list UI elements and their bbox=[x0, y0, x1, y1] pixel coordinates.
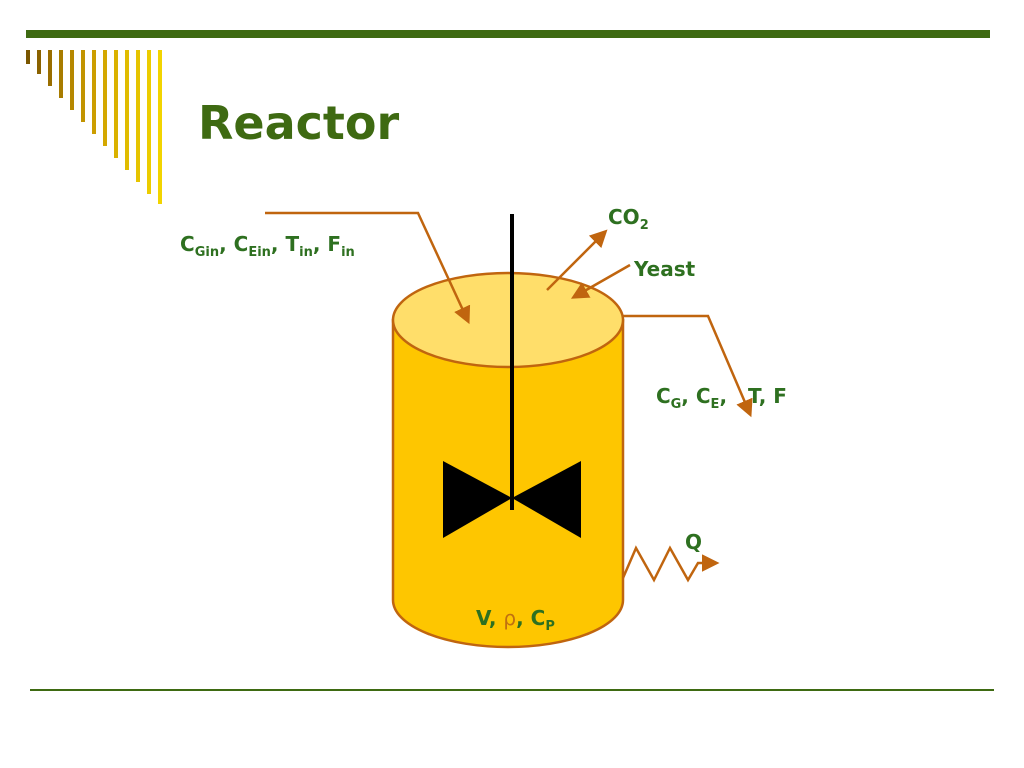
outlet-conditions-label: CG, CE, T, F bbox=[655, 384, 787, 412]
slide-title: Reactor bbox=[198, 96, 400, 150]
tank-body bbox=[391, 318, 625, 649]
impeller-blade-left bbox=[443, 461, 512, 538]
stripe bbox=[114, 50, 118, 158]
stripe bbox=[158, 50, 162, 204]
stripe bbox=[103, 50, 107, 146]
outlet-line bbox=[623, 314, 753, 418]
stripe bbox=[92, 50, 96, 134]
reactor-tank bbox=[391, 271, 625, 649]
impeller-blade-right bbox=[512, 461, 581, 538]
inlet-conditions-label: CGin, CEin, Tin, Fin bbox=[180, 232, 355, 260]
heat-removal-arrow bbox=[621, 545, 720, 583]
heat-label: Q bbox=[685, 530, 703, 554]
stripe bbox=[70, 50, 74, 110]
stripe bbox=[136, 50, 140, 182]
yeast-label: Yeast bbox=[634, 257, 696, 281]
stripe bbox=[125, 50, 129, 170]
bottom-rule bbox=[30, 689, 994, 691]
stripe bbox=[37, 50, 41, 74]
top-rule bbox=[26, 30, 990, 38]
reactor-properties-label: V, ρ, CP bbox=[475, 606, 555, 634]
stripe bbox=[26, 50, 30, 64]
tank-top bbox=[391, 271, 625, 369]
inlet-feed-line bbox=[265, 211, 471, 325]
stripe bbox=[81, 50, 85, 122]
co2-label: CO2 bbox=[608, 205, 649, 233]
stripe bbox=[147, 50, 151, 194]
stripe bbox=[48, 50, 52, 86]
yeast-feed-arrow bbox=[570, 263, 631, 299]
stripe bbox=[59, 50, 63, 98]
co2-exit-arrow bbox=[546, 229, 608, 291]
